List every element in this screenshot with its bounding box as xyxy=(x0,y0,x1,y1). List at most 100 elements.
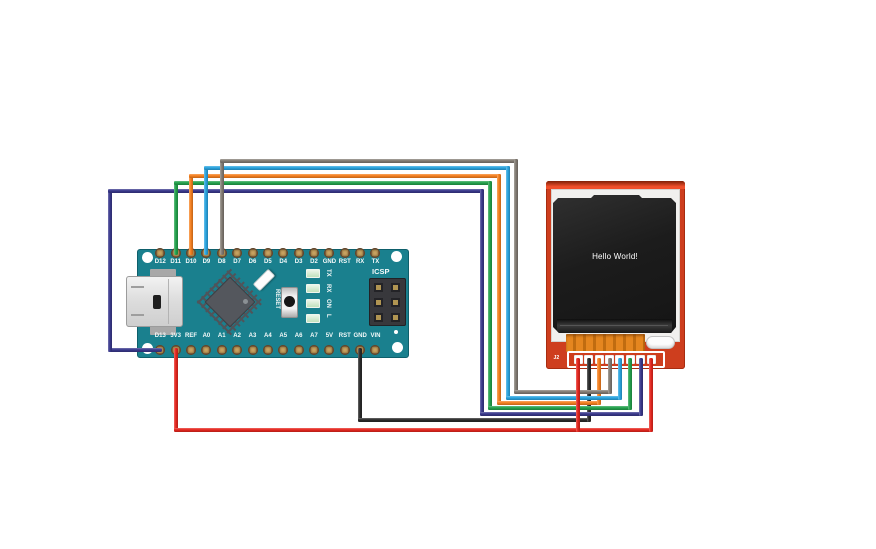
icsp-pad-6 xyxy=(391,312,400,322)
wire-orange-d10-to-j2-pin3 xyxy=(597,358,602,405)
tft-screen xyxy=(553,195,676,333)
wire-green-d11-to-j2-pin6 xyxy=(173,181,178,255)
usb-ridge xyxy=(131,314,144,316)
nano-pin-bottom-rst xyxy=(339,345,350,355)
flex-ribbon-connector xyxy=(566,334,645,352)
j2-connector-label: J2 xyxy=(553,355,560,361)
icsp-pad-core-4 xyxy=(393,299,398,305)
nano-pin-bottom-a2 xyxy=(232,345,243,355)
nano-pin-top-d2-core xyxy=(311,250,317,256)
nano-pin-bottom-a0-core xyxy=(203,347,210,353)
wire-red-3v3-to-j2-pin8 xyxy=(173,348,178,432)
j2-connector-outline xyxy=(567,351,665,368)
nano-pin-label-bottom-a5: A5 xyxy=(279,333,288,339)
reset-button-cap xyxy=(284,296,295,307)
usb-seam xyxy=(168,279,169,324)
usb-shield-tab-top xyxy=(150,269,176,278)
nano-pin-top-d3 xyxy=(293,248,304,258)
nano-pin-label-top-d12: D12 xyxy=(154,259,166,265)
icsp-pad-core-1 xyxy=(375,284,381,290)
wire-red-branch-to-j2-pin1 xyxy=(576,358,581,432)
icsp-pad-1 xyxy=(373,282,383,292)
nano-pin-bottom-a3-core xyxy=(249,347,256,353)
led-l xyxy=(306,314,320,323)
nano-pin-top-tx-core xyxy=(372,250,379,256)
wire-orange-d10-to-j2-pin3 xyxy=(497,173,501,405)
icsp-label: ICSP xyxy=(372,267,390,276)
nano-pin-label-top-d8: D8 xyxy=(217,259,226,265)
nano-pin-label-top-d4: D4 xyxy=(279,259,288,265)
nano-pin-bottom-a7-core xyxy=(311,347,317,353)
nano-pin-top-gnd-core xyxy=(326,250,333,256)
wire-green-d11-to-j2-pin6 xyxy=(628,358,633,410)
nano-pin-label-top-gnd: GND xyxy=(322,259,337,265)
wire-navy-d13-to-j2-pin7 xyxy=(108,188,112,352)
nano-pin-label-bottom-a7: A7 xyxy=(310,333,318,339)
wire-gray-d8-to-j2-pin4 xyxy=(219,158,224,255)
nano-pin-label-top-d11: D11 xyxy=(170,259,181,265)
nano-pin-top-d4-core xyxy=(280,250,287,256)
nano-pin-top-d2 xyxy=(309,248,319,258)
wire-gray-d8-to-j2-pin4 xyxy=(514,158,518,394)
nano-pin-top-rx xyxy=(355,248,366,258)
led-rx xyxy=(306,284,320,293)
nano-pin-top-d7-core xyxy=(234,250,241,256)
led-label-on: ON xyxy=(325,299,331,308)
nano-pin-label-bottom-5v: 5V xyxy=(325,333,334,339)
nano-pin-bottom-a0 xyxy=(201,345,212,355)
nano-pin-bottom-a5 xyxy=(278,345,289,355)
wire-gray-d8-to-j2-pin4 xyxy=(514,389,612,394)
nano-pin-bottom-a3 xyxy=(247,345,258,355)
led-tx xyxy=(306,269,320,278)
reset-label: RESET xyxy=(274,289,280,310)
led-on xyxy=(306,299,320,308)
nano-pin-label-top-rx: RX xyxy=(355,259,365,265)
nano-pin-label-top-rst: RST xyxy=(338,259,351,265)
led-label-rx: RX xyxy=(325,284,331,293)
wire-green-d11-to-j2-pin6 xyxy=(488,405,633,410)
nano-pin-top-d5-core xyxy=(264,250,271,256)
nano-pin-label-bottom-a3: A3 xyxy=(248,333,257,339)
nano-pin-label-bottom-gnd: GND xyxy=(353,333,367,339)
mcu-pin1-dot xyxy=(243,299,248,304)
nano-pin-label-top-d7: D7 xyxy=(233,259,241,265)
nano-pin-label-bottom-a6: A6 xyxy=(294,333,303,339)
usb-ridge xyxy=(131,286,144,288)
nano-pin-label-bottom-ref: REF xyxy=(185,333,198,339)
nano-pin-label-top-d9: D9 xyxy=(202,259,211,265)
wire-orange-d10-to-j2-pin3 xyxy=(189,173,501,178)
nano-pin-top-rst xyxy=(339,248,350,258)
nano-pin-top-d12-core xyxy=(157,250,164,256)
icsp-pad-core-3 xyxy=(375,299,381,305)
wire-blue-d9-to-j2-pin5 xyxy=(204,166,209,255)
nano-pin-label-top-tx: TX xyxy=(371,259,380,265)
nano-pin-bottom-a6-core xyxy=(295,347,302,353)
nano-pin-bottom-rst-core xyxy=(341,347,348,353)
nano-pin-bottom-a5-core xyxy=(280,347,287,353)
wire-blue-d9-to-j2-pin5 xyxy=(506,166,510,400)
nano-pin-label-bottom-vin: VIN xyxy=(370,333,381,339)
nano-pin-label-bottom-rst: RST xyxy=(338,333,351,339)
wire-black-gnd-to-j2-pin2 xyxy=(358,418,591,422)
nano-pin-label-bottom-a2: A2 xyxy=(233,333,241,339)
nano-pin-top-rx-core xyxy=(357,250,364,256)
wire-navy-d13-to-j2-pin7 xyxy=(108,348,163,352)
nano-pin-top-gnd xyxy=(324,248,335,258)
wire-blue-d9-to-j2-pin5 xyxy=(506,395,622,400)
led-label-l: L xyxy=(325,314,331,318)
mounting-hole-top-left xyxy=(141,251,153,263)
icsp-marker-dot xyxy=(394,330,398,334)
wire-green-d11-to-j2-pin6 xyxy=(488,181,492,410)
nano-pin-top-d4 xyxy=(278,248,289,258)
mounting-hole-bottom-right xyxy=(391,341,403,353)
nano-pin-top-d7 xyxy=(232,248,243,258)
nano-pin-top-tx xyxy=(370,248,381,258)
nano-pin-label-bottom-a4: A4 xyxy=(264,333,272,339)
screen-text: Hello World! xyxy=(592,252,638,261)
icsp-pad-core-5 xyxy=(375,314,381,320)
wire-red-3v3-to-j2-pin8 xyxy=(649,358,654,432)
usb-port-slot xyxy=(153,295,161,309)
wire-navy-d13-to-j2-pin7 xyxy=(480,411,643,416)
nano-pin-label-top-d2: D2 xyxy=(310,259,318,265)
nano-pin-bottom-ref-core xyxy=(188,347,195,353)
